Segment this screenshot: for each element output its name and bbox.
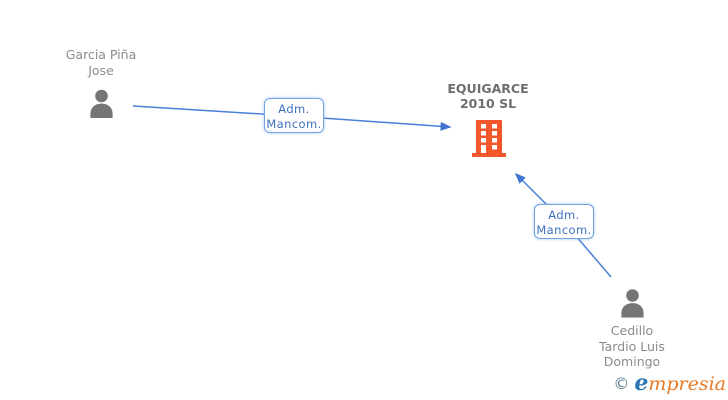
brand-wordmark: empresia [634, 370, 726, 396]
company-node[interactable] [472, 120, 506, 161]
person1-node[interactable] [88, 89, 115, 122]
edge2-label-box: Adm. Mancom. [534, 204, 594, 239]
copyright-icon: © [613, 373, 630, 393]
person1-label-line2: Jose [88, 62, 114, 78]
person1-label-line1: Garcia Piña [65, 47, 137, 62]
person-icon [90, 89, 113, 118]
edge2-label-line1: Adm. [548, 208, 580, 222]
person2-node[interactable] [619, 288, 646, 322]
person2-label-line1: Cedillo [610, 323, 654, 338]
building-icon [472, 120, 506, 157]
edge1-label-line1: Adm. [278, 102, 310, 116]
person1-label: Garcia Piña Jose [41, 47, 161, 78]
edge2-label-line2: Mancom. [536, 223, 592, 237]
company-label-line1: EQUIGARCE [447, 81, 529, 96]
brand-rest: mpresia [648, 373, 726, 395]
company-label: EQUIGARCE 2010 SL [428, 81, 548, 111]
brand-initial: e [634, 370, 649, 396]
edge1-label-box: Adm. Mancom. [264, 98, 324, 133]
person2-label-line2: Tardio Luis [599, 338, 665, 354]
person2-label: Cedillo Tardio Luis Domingo [572, 323, 692, 370]
empresia-logo[interactable]: © empresia [613, 370, 726, 396]
company-label-line2: 2010 SL [459, 96, 517, 111]
person2-label-line3: Domingo [603, 354, 661, 369]
person-icon [621, 289, 644, 318]
edge1-label-line2: Mancom. [266, 117, 322, 131]
